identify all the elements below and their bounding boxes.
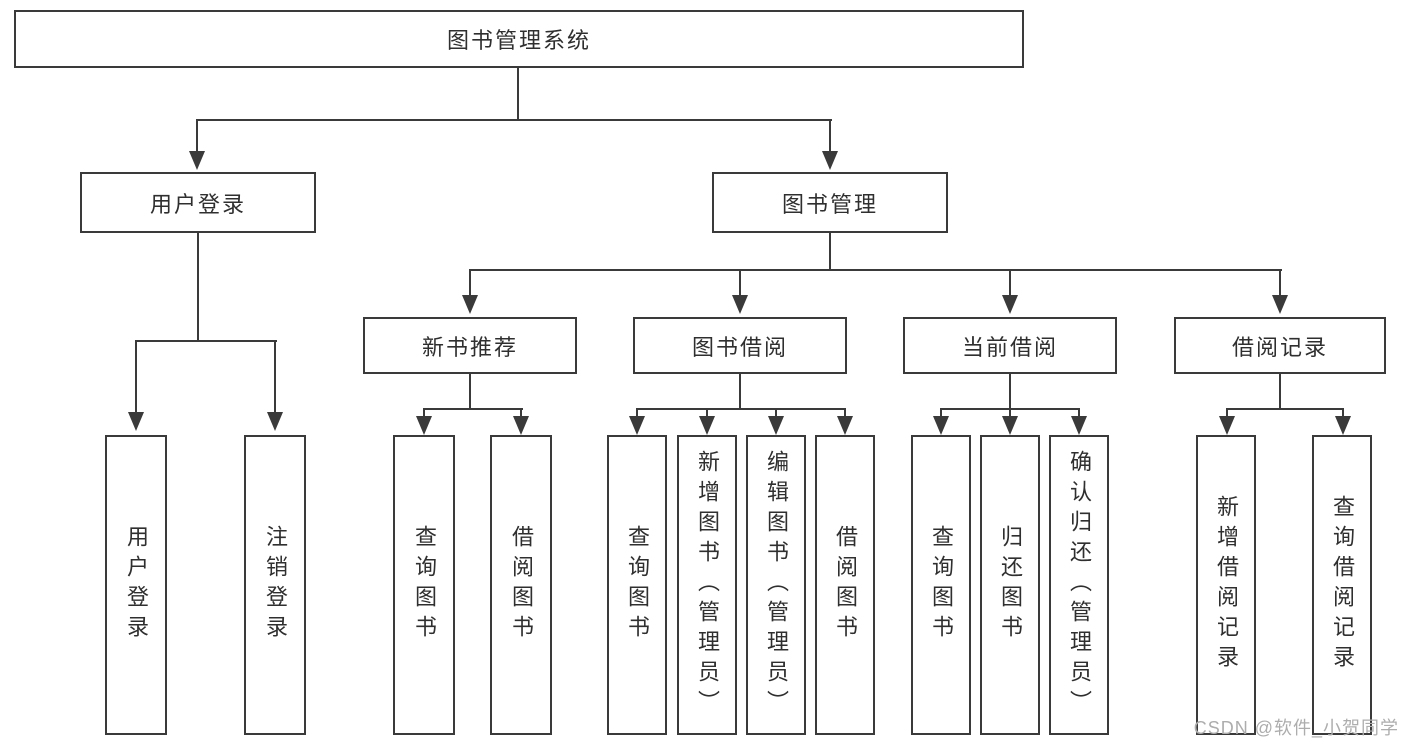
- connector-borrow-rail: [636, 408, 846, 410]
- node-label: 图书借阅: [691, 334, 788, 360]
- leaf-query-borrow-record: 查询借阅记录: [1312, 435, 1372, 735]
- node-new-book-recommend: 新书推荐: [363, 317, 577, 374]
- connector-drop-records: [1279, 269, 1281, 297]
- connector-drop-leaf: [775, 408, 777, 418]
- leaf-borrow-books: 借阅图书: [815, 435, 875, 735]
- arrowhead-down-icon: [1335, 416, 1351, 435]
- leaf-edit-book-admin: 编辑图书（管理员）: [746, 435, 806, 735]
- leaf-label: 借阅图书: [509, 525, 534, 645]
- leaf-return-book: 归还图书: [980, 435, 1040, 735]
- node-label: 借阅记录: [1231, 334, 1328, 360]
- arrowhead-down-icon: [128, 412, 144, 431]
- connector-drop-borrow: [739, 269, 741, 297]
- leaf-label: 查询图书: [625, 525, 650, 645]
- connector-drop-user-login: [196, 119, 198, 153]
- arrowhead-down-icon: [933, 416, 949, 435]
- connector-current-stem: [1009, 374, 1011, 409]
- connector-drop-leaf: [706, 408, 708, 418]
- connector-drop-leaf: [520, 408, 522, 418]
- node-label: 当前借阅: [961, 334, 1058, 360]
- arrowhead-down-icon: [822, 151, 838, 170]
- node-current-borrowing: 当前借阅: [903, 317, 1117, 374]
- connector-login-rail: [135, 340, 277, 342]
- leaf-label: 新增借阅记录: [1214, 495, 1239, 675]
- connector-drop-leaf: [1009, 408, 1011, 418]
- leaf-label: 查询图书: [412, 525, 437, 645]
- connector-recommend-stem: [469, 374, 471, 409]
- connector-root-rail: [196, 119, 832, 121]
- node-label: 图书管理系统: [446, 28, 591, 53]
- arrowhead-down-icon: [462, 295, 478, 314]
- arrowhead-down-icon: [629, 416, 645, 435]
- connector-drop-leaf: [423, 408, 425, 418]
- leaf-query-books-borrow: 查询图书: [607, 435, 667, 735]
- leaf-label: 新增图书（管理员）: [695, 450, 720, 720]
- connector-records-stem: [1279, 374, 1281, 409]
- arrowhead-down-icon: [416, 416, 432, 435]
- node-book-borrowing: 图书借阅: [633, 317, 847, 374]
- arrowhead-down-icon: [513, 416, 529, 435]
- node-borrowing-records: 借阅记录: [1174, 317, 1386, 374]
- connector-drop-leaf: [1226, 408, 1228, 418]
- connector-drop-leaf: [940, 408, 942, 418]
- leaf-label: 用户登录: [124, 525, 149, 645]
- leaf-label: 编辑图书（管理员）: [764, 450, 789, 720]
- leaf-label: 注销登录: [263, 525, 288, 645]
- leaf-confirm-return-admin: 确认归还（管理员）: [1049, 435, 1109, 735]
- connector-drop-leaf: [274, 340, 276, 414]
- connector-drop-current: [1009, 269, 1011, 297]
- connector-records-rail: [1226, 408, 1344, 410]
- node-book-management: 图书管理: [712, 172, 948, 233]
- node-user-login: 用户登录: [80, 172, 316, 233]
- leaf-label: 归还图书: [998, 525, 1023, 645]
- connector-drop-leaf: [1078, 408, 1080, 418]
- leaf-label: 确认归还（管理员）: [1067, 450, 1092, 720]
- arrowhead-down-icon: [1002, 416, 1018, 435]
- leaf-query-books-recommend: 查询图书: [393, 435, 455, 735]
- arrowhead-down-icon: [1002, 295, 1018, 314]
- arrowhead-down-icon: [1272, 295, 1288, 314]
- node-label: 图书管理: [781, 191, 878, 217]
- connector-root-stem: [517, 67, 519, 120]
- arrowhead-down-icon: [267, 412, 283, 431]
- connector-drop-leaf: [844, 408, 846, 418]
- leaf-add-borrow-record: 新增借阅记录: [1196, 435, 1256, 735]
- node-library-management-system: 图书管理系统: [14, 10, 1024, 68]
- connector-book-mgmt-rail: [469, 269, 1282, 271]
- connector-login-stem: [197, 233, 199, 341]
- arrowhead-down-icon: [189, 151, 205, 170]
- leaf-query-books-current: 查询图书: [911, 435, 971, 735]
- connector-drop-leaf: [135, 340, 137, 414]
- connector-book-mgmt-stem: [829, 233, 831, 270]
- arrowhead-down-icon: [1071, 416, 1087, 435]
- leaf-logout: 注销登录: [244, 435, 306, 735]
- leaf-borrow-books-recommend: 借阅图书: [490, 435, 552, 735]
- leaf-label: 查询图书: [929, 525, 954, 645]
- connector-drop-leaf: [636, 408, 638, 418]
- leaf-add-book-admin: 新增图书（管理员）: [677, 435, 737, 735]
- arrowhead-down-icon: [699, 416, 715, 435]
- connector-borrow-stem: [739, 374, 741, 409]
- leaf-user-login: 用户登录: [105, 435, 167, 735]
- connector-drop-leaf: [1342, 408, 1344, 418]
- arrowhead-down-icon: [1219, 416, 1235, 435]
- arrowhead-down-icon: [732, 295, 748, 314]
- arrowhead-down-icon: [837, 416, 853, 435]
- node-label: 用户登录: [149, 191, 246, 217]
- leaf-label: 借阅图书: [833, 525, 858, 645]
- node-label: 新书推荐: [421, 334, 518, 360]
- leaf-label: 查询借阅记录: [1330, 495, 1355, 675]
- arrowhead-down-icon: [768, 416, 784, 435]
- connector-drop-recommend: [469, 269, 471, 297]
- watermark: CSDN @软件_小贺同学: [1193, 718, 1399, 738]
- connector-recommend-rail: [423, 408, 523, 410]
- connector-drop-book-mgmt: [829, 119, 831, 153]
